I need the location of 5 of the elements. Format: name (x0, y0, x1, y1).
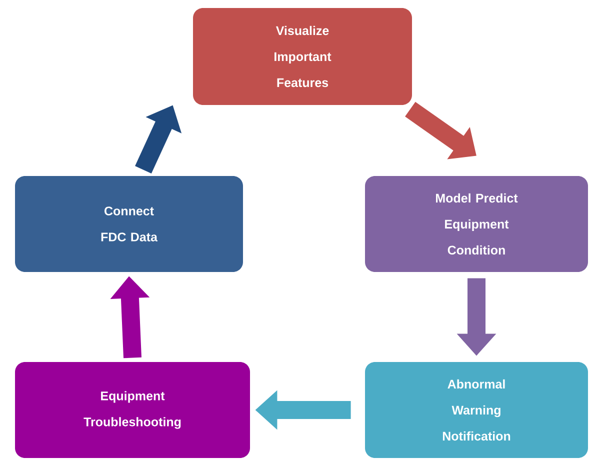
process-box: Connect FDC Data (15, 176, 243, 272)
process-box: Equipment Troubleshooting (15, 362, 250, 458)
process-box: Abnormal Warning Notification (365, 362, 588, 458)
process-box: Visualize Important Features (193, 8, 412, 105)
process-box: Model Predict Equipment Condition (365, 176, 588, 272)
